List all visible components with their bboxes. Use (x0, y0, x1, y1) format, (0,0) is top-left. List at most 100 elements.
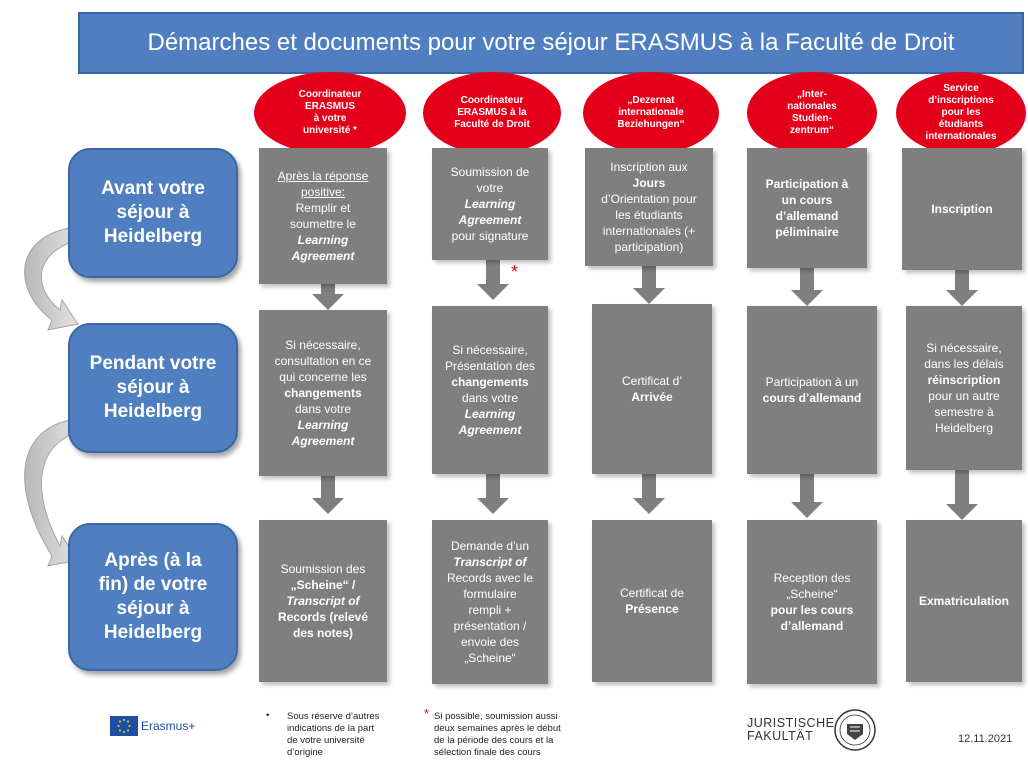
step-text: Jours (632, 176, 666, 190)
phase-line: Après (à la (104, 550, 202, 571)
header-line: internationales (925, 131, 997, 142)
step-text: Transcript of (286, 594, 360, 608)
step-text: soumettre le (289, 217, 356, 231)
step-text: „Scheine“ / (290, 578, 356, 592)
step-text: Soumission de (450, 165, 530, 179)
step-text: Records (relevé (277, 610, 369, 624)
phase-line: Heidelberg (103, 226, 203, 247)
page-title: Démarches et documents pour votre séjour… (78, 12, 1024, 74)
footnote-line: d’origine (287, 747, 323, 758)
step-text: d’Orientation pour (601, 192, 697, 206)
step-text: cours d’allemand (762, 391, 862, 405)
step-text: Demande d’un (450, 539, 530, 553)
header-line: Coordinateur (298, 89, 362, 100)
step-before-col1: Après la réponse positive: Remplir et so… (259, 148, 387, 284)
university-seal-icon (834, 709, 876, 751)
step-text: pour un autre (928, 389, 1000, 403)
header-line: université * (303, 125, 357, 136)
column-header-faculty-coordinator: Coordinateur ERASMUS à la Faculté de Dro… (423, 72, 561, 154)
step-text: Learning (297, 233, 349, 247)
step-during-col4: Participation à un cours d’allemand (747, 306, 877, 474)
phase-line: séjour à (116, 202, 190, 223)
header-line: Studien- (792, 113, 832, 124)
step-before-col5: Inscription (902, 148, 1022, 270)
footnote-line: de votre université (287, 735, 365, 746)
column-header-registration-service: Service d’inscriptions pour les étudiant… (896, 72, 1026, 154)
step-text: internationales (+ (602, 224, 696, 238)
step-before-col2: Soumission de votre Learning Agreement p… (432, 148, 548, 260)
footnote-star-marker: * (511, 262, 519, 282)
page-title-text: Démarches et documents pour votre séjour… (147, 29, 955, 56)
step-text: changements (451, 375, 529, 389)
step-text: un cours (781, 193, 833, 207)
step-text: des notes) (292, 626, 353, 640)
header-line: internationale (618, 107, 684, 118)
step-text: Arrivée (631, 390, 673, 404)
step-text: Agreement (291, 434, 355, 448)
header-line: „Inter- (797, 89, 827, 100)
footnote-star: * (424, 706, 430, 721)
phase-line: Heidelberg (103, 622, 203, 643)
step-after-col4: Reception des „Scheine“ pour les cours d… (747, 520, 877, 684)
erasmus-logo: Erasmus+ (110, 716, 195, 736)
header-line: Coordinateur (460, 95, 524, 106)
step-text: „Scheine“ (464, 651, 516, 665)
footnote-line: sélection finale des cours (434, 747, 541, 758)
phase-after-stay: Après (à la fin) de votre séjour à Heide… (68, 523, 238, 671)
step-text: Learning (297, 418, 349, 432)
step-text: Si nécessaire, (285, 338, 361, 352)
header-line: d’inscriptions (928, 95, 994, 106)
step-text: Agreement (458, 213, 522, 227)
column-header-international-relations: „Dezernat internationale Beziehungen“ (583, 72, 719, 154)
step-text: „Scheine“ (786, 587, 838, 601)
header-line: ERASMUS à la (457, 107, 527, 118)
step-during-col1: Si nécessaire, consultation en ce qui co… (259, 310, 387, 476)
step-text: Présence (625, 602, 679, 616)
step-text: votre (476, 181, 504, 195)
step-text: dans votre (461, 391, 519, 405)
phase-line: Avant votre (101, 178, 205, 199)
phase-line: séjour à (116, 377, 190, 398)
step-text: réinscription (927, 373, 1001, 387)
step-text: qui concerne les (279, 370, 367, 384)
erasmus-label: Erasmus+ (141, 719, 196, 733)
step-after-col1: Soumission des „Scheine“ / Transcript of… (259, 520, 387, 682)
step-text: participation) (614, 240, 684, 254)
phase-line: Pendant votre (89, 353, 217, 374)
document-date: 12.11.2021 (958, 733, 1013, 745)
step-text: Participation à un (765, 375, 859, 389)
footnote-submission-timing: Si possible, soumission aussi deux semai… (434, 711, 561, 759)
step-text: péliminaire (775, 225, 839, 239)
footnote-line: Si possible, soumission aussi (434, 711, 558, 722)
step-text: Après la réponse (277, 169, 369, 183)
step-during-col3: Certificat d’ Arrivée (592, 304, 712, 474)
header-line: ERASMUS (304, 101, 355, 112)
faculty-line: JURISTISCHE (747, 716, 835, 730)
step-text: Heidelberg (934, 421, 994, 435)
step-text: d’allemand (775, 209, 839, 223)
header-line: pour les (941, 107, 981, 118)
faculty-line: FAKULTÄT (747, 729, 814, 743)
step-text: Reception des (773, 571, 851, 585)
step-text: Exmatriculation (918, 594, 1010, 608)
footnote-line: indications de la part (287, 723, 375, 734)
step-text: Inscription aux (610, 160, 688, 174)
column-header-study-center: „Inter- nationales Studien- zentrum“ (747, 72, 877, 154)
step-text: changements (284, 386, 362, 400)
step-text: Records avec le (446, 571, 534, 585)
phase-during-stay: Pendant votre séjour à Heidelberg (68, 323, 238, 453)
step-text: Si nécessaire, (452, 343, 528, 357)
header-line: Faculté de Droit (454, 119, 530, 130)
step-text: les étudiants (615, 208, 683, 222)
footnote-bullet: • (266, 710, 270, 721)
phase-line: séjour à (116, 598, 190, 619)
column-header-home-coordinator: Coordinateur ERASMUS à votre université … (254, 72, 406, 154)
header-line: Service (943, 83, 979, 94)
step-before-col4: Participation à un cours d’allemand péli… (747, 148, 867, 268)
header-line: zentrum“ (790, 125, 834, 136)
footnote-line: deux semaines après le début (434, 723, 561, 734)
phase-connector-arrows (24, 227, 79, 567)
step-during-col2: Si nécessaire, Présentation des changeme… (432, 306, 548, 474)
step-after-col3: Certificat de Présence (592, 520, 712, 682)
